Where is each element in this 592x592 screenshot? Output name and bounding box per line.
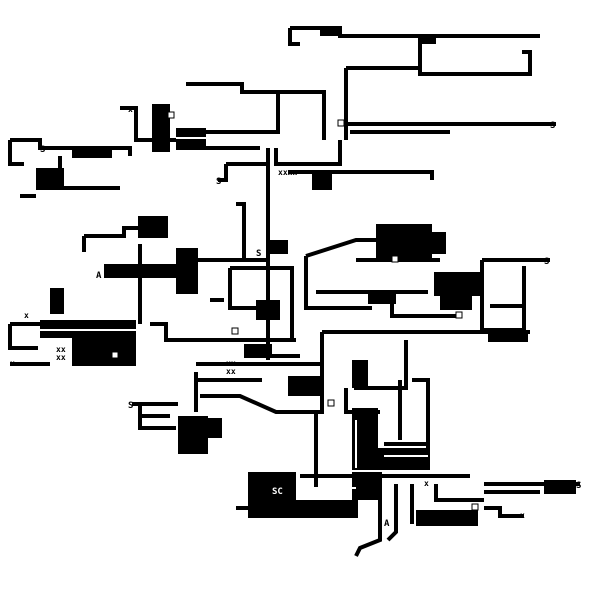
corridor [230,266,294,340]
wall-block [104,264,154,278]
wall-block [288,376,322,396]
corridor-network [8,26,580,557]
corridor [186,82,326,140]
item-cluster-x: xx [56,353,66,362]
corridor [274,140,342,166]
tile-glyphs: xxxx xx xx xx xx x x x x x [10,105,525,520]
door-square [471,503,479,511]
wall-block [50,288,64,314]
room-block [376,224,432,258]
corridor [150,322,296,342]
wall-block [256,300,280,320]
wall-block [440,296,472,310]
door-square [327,399,335,407]
wall-block [416,510,478,526]
stair-marker: S [550,121,555,131]
actor-marker: A [96,271,102,281]
wall-block [368,292,396,304]
item-cluster-x: xx [226,367,236,376]
stair-marker: S [40,145,45,155]
corridor [138,404,176,430]
wall-block [72,146,112,158]
wall-block [488,332,528,342]
stair-marker: S [544,257,549,267]
wall-block [320,26,342,36]
stair-marker: S [216,177,221,187]
wall-block [418,34,436,44]
item-cluster-x: x [520,511,525,520]
corridor [8,324,38,350]
door-squares [111,111,479,511]
room-blocks [36,26,576,526]
door-square [167,111,175,119]
room-block [352,472,382,500]
corridor [434,484,484,502]
stair-marker: S [576,481,581,491]
wall-block [270,240,288,254]
corridor [84,226,148,238]
stair-marker: SC [272,487,283,497]
room-block [248,472,296,518]
wall-block [138,216,168,238]
corridor [418,36,532,76]
wall-block [378,448,430,470]
corridor [412,378,430,468]
item-cluster-x: x [424,479,429,488]
corridor [288,170,434,180]
wall-block [244,344,272,358]
wall-block [312,170,332,190]
corridor [390,300,462,318]
corridor [354,484,382,557]
door-square [391,255,399,263]
wall-block [208,418,222,438]
room-block [178,416,208,454]
door-square [231,327,239,335]
item-cluster-x: xxxx [278,168,297,177]
item-cluster-x: x [10,359,15,368]
item-cluster-x: xx [226,359,236,368]
corridor [484,506,524,518]
corridor [8,140,24,166]
wall-block [296,500,358,518]
corridor [288,28,300,46]
door-square [111,351,119,359]
room-block [176,248,198,294]
corridor [305,238,376,258]
stair-marker: S [416,519,421,529]
map-markers: S S S S S S S S A A SC [40,121,581,529]
room-interior-lines [40,137,428,489]
corridor [176,92,280,134]
door-square [337,119,345,127]
wall-block [154,264,176,278]
item-cluster-x: x [24,311,29,320]
stair-marker: S [256,249,261,259]
corridor [386,484,398,542]
wall-block [152,104,170,152]
corridor [304,256,372,310]
room-block [72,338,136,366]
room-block [434,272,480,296]
actor-marker: A [384,519,390,529]
wall-block [36,168,64,186]
item-cluster-x: xx [56,345,66,354]
wall-block [544,480,576,494]
corridor [10,138,132,156]
corridor [218,164,228,182]
stair-marker: S [128,401,133,411]
corridor [236,202,246,260]
item-cluster-x: x [128,105,133,114]
wall-block [432,232,446,254]
door-square [455,311,463,319]
wall-block [352,360,368,388]
